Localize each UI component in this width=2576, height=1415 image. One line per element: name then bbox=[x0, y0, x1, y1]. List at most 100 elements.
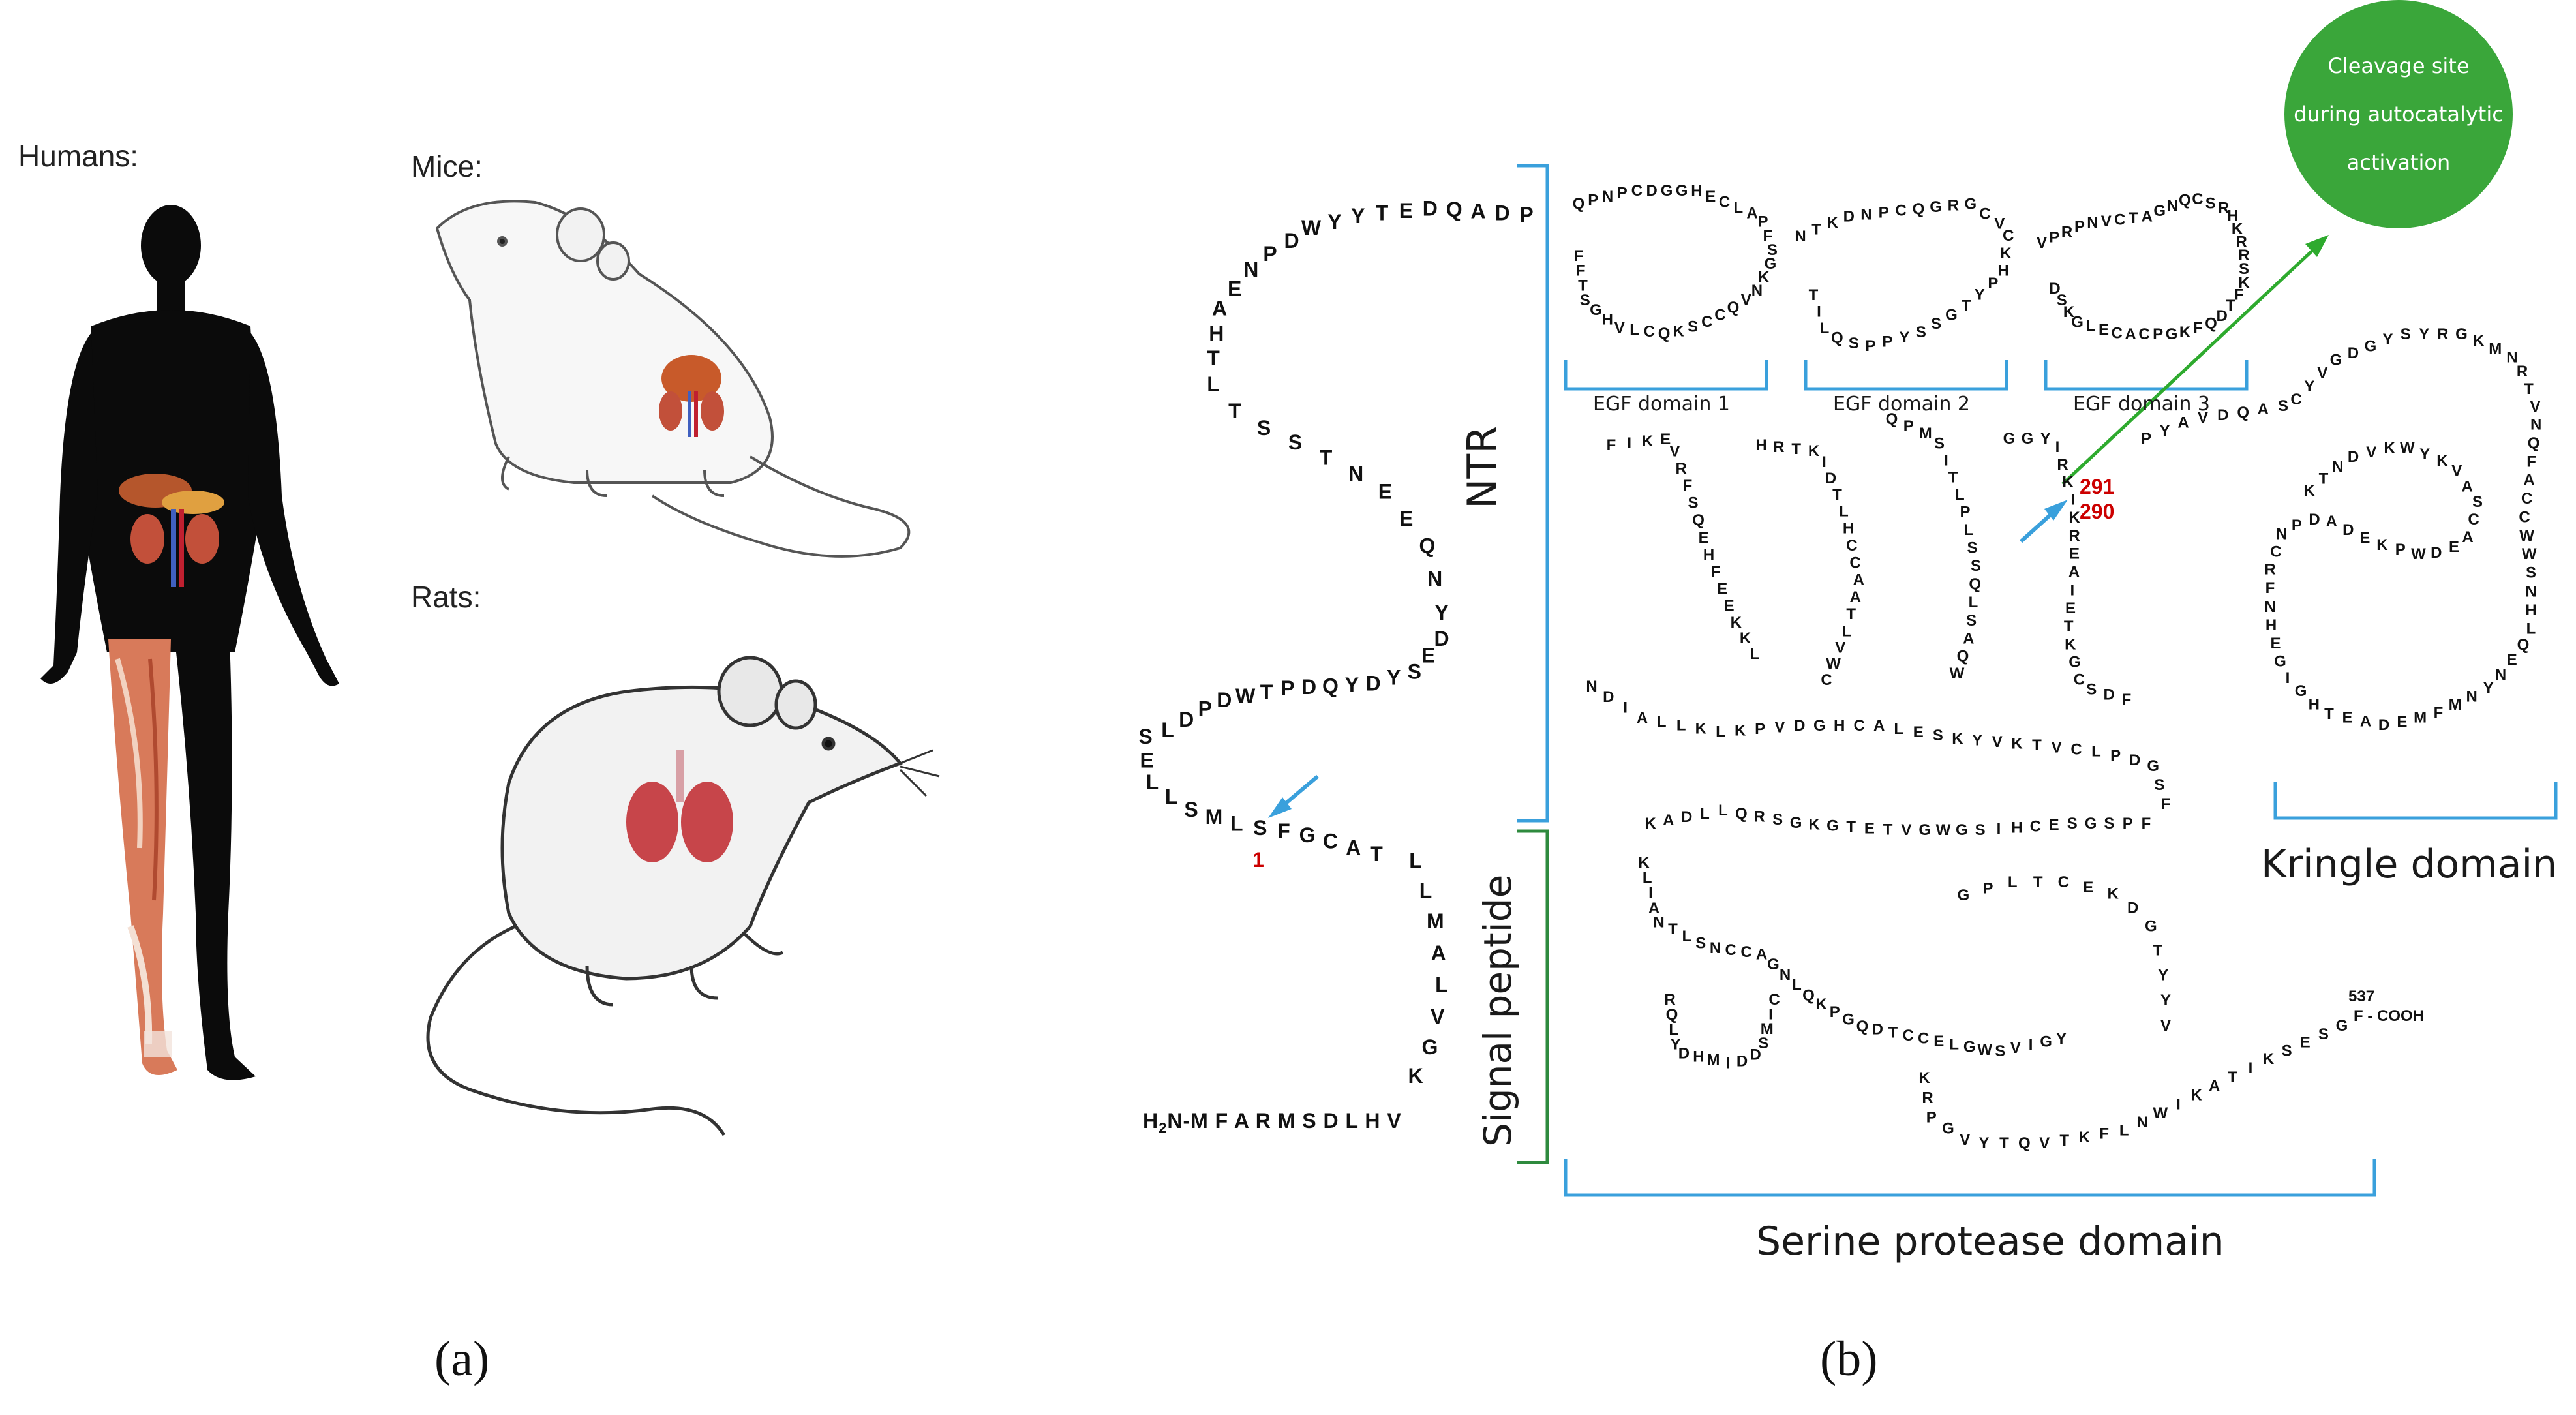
residue-letter: K bbox=[2065, 635, 2076, 653]
residue-letter: G bbox=[1956, 821, 1968, 839]
residue-letter: Q bbox=[1419, 534, 1436, 557]
residue-letter: C bbox=[1896, 202, 1907, 220]
residue-letter: H bbox=[1997, 262, 2008, 279]
residue-letter: S bbox=[1933, 727, 1943, 744]
residue-letter: L bbox=[1435, 973, 1448, 997]
residue-letter: H bbox=[1209, 322, 1224, 345]
residue-letter: D bbox=[2104, 686, 2115, 703]
residue-letter: D bbox=[1678, 1045, 1690, 1063]
egf1-label: EGF domain 1 bbox=[1593, 393, 1730, 416]
residue-letter: N bbox=[2166, 197, 2177, 215]
residue-letter: F bbox=[2142, 815, 2151, 832]
residue-letter: S bbox=[2401, 326, 2411, 343]
residue-letter: N bbox=[2525, 583, 2536, 600]
residue-letter: P bbox=[1882, 333, 1892, 351]
residue-letter: K bbox=[1740, 630, 1751, 647]
residue-letter: I bbox=[2286, 669, 2290, 687]
residue-letter: L bbox=[1676, 717, 1686, 735]
residue-letter: H bbox=[1755, 436, 1766, 454]
residue-letter: K bbox=[1809, 816, 1821, 834]
residue-letter: R bbox=[1676, 460, 1687, 478]
residue-letter: P bbox=[1960, 504, 1970, 521]
residue-letter: L bbox=[2008, 874, 2018, 891]
residue-letter: Q bbox=[1322, 675, 1339, 698]
residue-letter: A bbox=[2068, 564, 2080, 581]
residue-letter: Y bbox=[1978, 1134, 1989, 1152]
residue-letter: I bbox=[1768, 1005, 1773, 1023]
residue-letter: L bbox=[1161, 718, 1174, 742]
residue-letter: P bbox=[2049, 229, 2059, 247]
residue-letter: S bbox=[1975, 821, 1986, 839]
residue-letter: P bbox=[1280, 677, 1294, 700]
residue-letter: A bbox=[2209, 1078, 2220, 1095]
residue-letter: L bbox=[1792, 977, 1802, 994]
residue-letter: A bbox=[1853, 571, 1864, 589]
residue-letter: G bbox=[1661, 182, 1673, 200]
residue-letter: N bbox=[2466, 688, 2478, 705]
residue-letter: C bbox=[2070, 740, 2082, 758]
residue-letter: E bbox=[2049, 816, 2059, 834]
residue-letter: A bbox=[2462, 478, 2473, 495]
residue-letter: Q bbox=[1969, 575, 1981, 593]
residue-letter: R bbox=[2218, 199, 2229, 217]
residue-letter: T bbox=[2129, 209, 2138, 227]
residue-letter: L bbox=[1969, 594, 1978, 611]
residue-letter: G bbox=[2166, 326, 2178, 343]
residue-letter: K bbox=[2108, 885, 2119, 902]
residue-letter: C bbox=[2290, 391, 2301, 408]
residue-letter: Q bbox=[1886, 410, 1898, 428]
residue-letter: I bbox=[1648, 885, 1653, 902]
residue-letter: L bbox=[1750, 645, 1760, 663]
residue-letter: R bbox=[2068, 527, 2080, 545]
residue-letter: C bbox=[2519, 509, 2530, 526]
residue-letter: V bbox=[1774, 719, 1785, 737]
residue-letter: V bbox=[1994, 215, 2005, 232]
residue-letter: K bbox=[2376, 536, 2388, 554]
residue-letter: F bbox=[2193, 319, 2203, 337]
residue-letter: P bbox=[2110, 747, 2121, 765]
residue-letter: W bbox=[2522, 545, 2537, 563]
residue-letter: C bbox=[2030, 817, 2041, 835]
residue-letter: T bbox=[2226, 297, 2235, 314]
residue-letter: I bbox=[1822, 453, 1826, 471]
residue-letter: P bbox=[2292, 517, 2302, 534]
residue-letter: Q bbox=[2205, 315, 2217, 333]
residue-letter: G bbox=[2365, 337, 2377, 355]
residue-letter: D bbox=[2348, 448, 2359, 466]
residue-letter: A bbox=[1637, 710, 1648, 727]
residue-letter: H bbox=[1691, 182, 1702, 200]
residue-letter: E bbox=[2065, 600, 2076, 617]
residue-letter: S bbox=[2067, 815, 2078, 832]
residue-letter: A bbox=[1212, 297, 1227, 320]
egf3-label: EGF domain 3 bbox=[2073, 393, 2210, 416]
residue-letter: R bbox=[1773, 438, 1784, 456]
rat-illustration bbox=[426, 656, 940, 1136]
residue-letter: N bbox=[1427, 567, 1442, 590]
residue-letter: L bbox=[2119, 1122, 2129, 1140]
residue-letter: L bbox=[1146, 770, 1159, 794]
residue-letter: Y bbox=[1899, 329, 1909, 346]
residue-letter: K bbox=[2303, 482, 2315, 500]
residue-letter: G bbox=[2145, 917, 2157, 935]
residue-letter: S bbox=[2526, 564, 2536, 582]
residue-letter: F bbox=[2526, 453, 2536, 470]
residue-letter: D bbox=[1366, 672, 1381, 695]
residue-letter: G bbox=[2085, 815, 2097, 832]
residue-letter: D bbox=[1301, 675, 1316, 699]
residue-letter: S bbox=[1253, 816, 1267, 840]
residue-letter: Q bbox=[1735, 805, 1748, 823]
residue-letter: C bbox=[1849, 554, 1860, 571]
residue-letter: R bbox=[2057, 456, 2068, 474]
residue-letter: P bbox=[1982, 879, 1993, 897]
residue-letter: C bbox=[2074, 671, 2085, 688]
residue-letter: S bbox=[1849, 335, 1859, 352]
residue-letter: Y bbox=[2483, 680, 2494, 697]
residue-letter: K bbox=[2473, 332, 2485, 350]
residue-letter: N bbox=[1602, 188, 1613, 205]
residue-letter: K bbox=[2079, 1129, 2091, 1146]
residue-letter: P bbox=[1879, 204, 1889, 222]
cleavage-line-2: during autocatalytic bbox=[2294, 102, 2504, 127]
